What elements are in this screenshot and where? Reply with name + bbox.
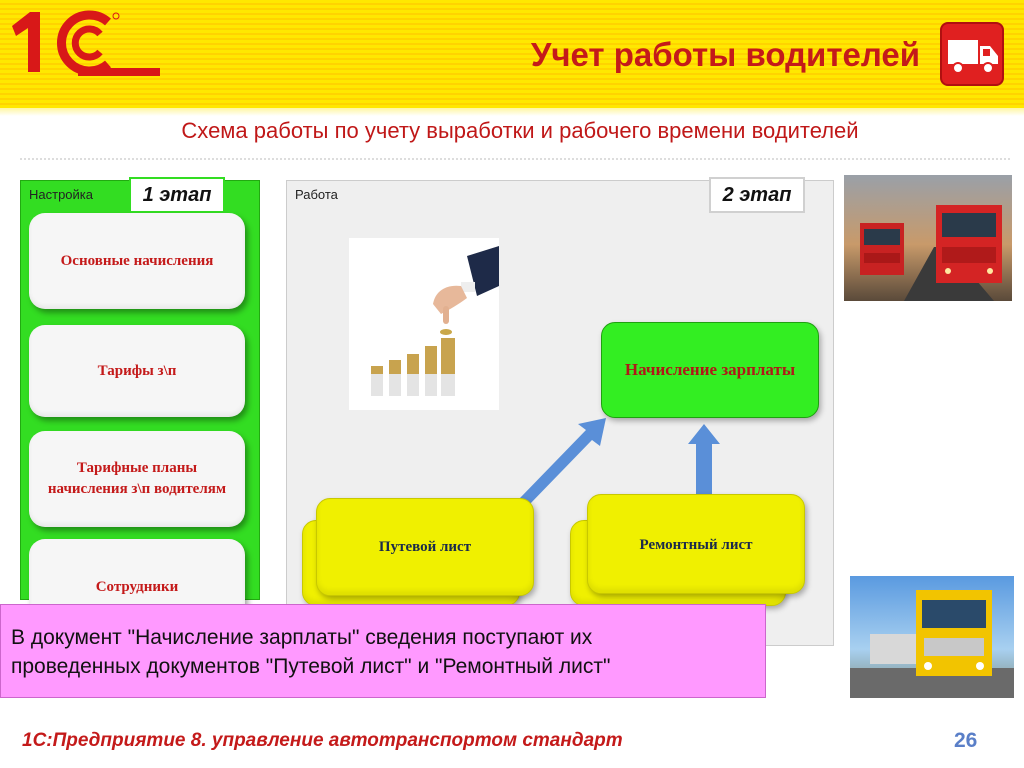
setup-item-salary-rates[interactable]: Тарифы з\п [29, 325, 245, 417]
stage-2-badge: 2 этап [709, 177, 805, 213]
coins-stack-image [349, 238, 499, 410]
info-line-1: В документ "Начисление зарплаты" сведени… [11, 626, 593, 649]
setup-item-basic-accruals[interactable]: Основные начисления [29, 213, 245, 309]
page-number: 26 [954, 729, 978, 752]
work-panel-label: Работа [295, 187, 338, 202]
info-line-2: проведенных документов "Путевой лист" и … [11, 655, 611, 678]
setup-panel-label: Настройка [29, 187, 93, 202]
footer-product: 1С:Предприятие 8. управление автотранспо… [22, 730, 623, 751]
red-trucks-image [844, 175, 1012, 301]
setup-item-rate-plans[interactable]: Тарифные планы начисления з\п водителям [29, 431, 245, 527]
info-note: В документ "Начисление зарплаты" сведени… [0, 604, 766, 698]
header-bar [0, 0, 1024, 108]
payroll-box[interactable]: Начисление зарплаты [601, 322, 819, 418]
waybill-box[interactable]: Путевой лист [316, 498, 534, 596]
stage-1-badge: 1 этап [129, 177, 225, 213]
page-title: Учет работы водителей [530, 36, 920, 73]
setup-panel: Настройка 1 этап Основные начисления Тар… [20, 177, 260, 639]
truck-icon [940, 22, 1004, 86]
divider [20, 158, 1010, 160]
repair-box[interactable]: Ремонтный лист [587, 494, 805, 594]
1c-logo: 1С [12, 10, 160, 76]
header-divider [0, 108, 1024, 116]
subtitle: Схема работы по учету выработки и рабоче… [181, 118, 859, 143]
yellow-truck-image [850, 576, 1014, 698]
